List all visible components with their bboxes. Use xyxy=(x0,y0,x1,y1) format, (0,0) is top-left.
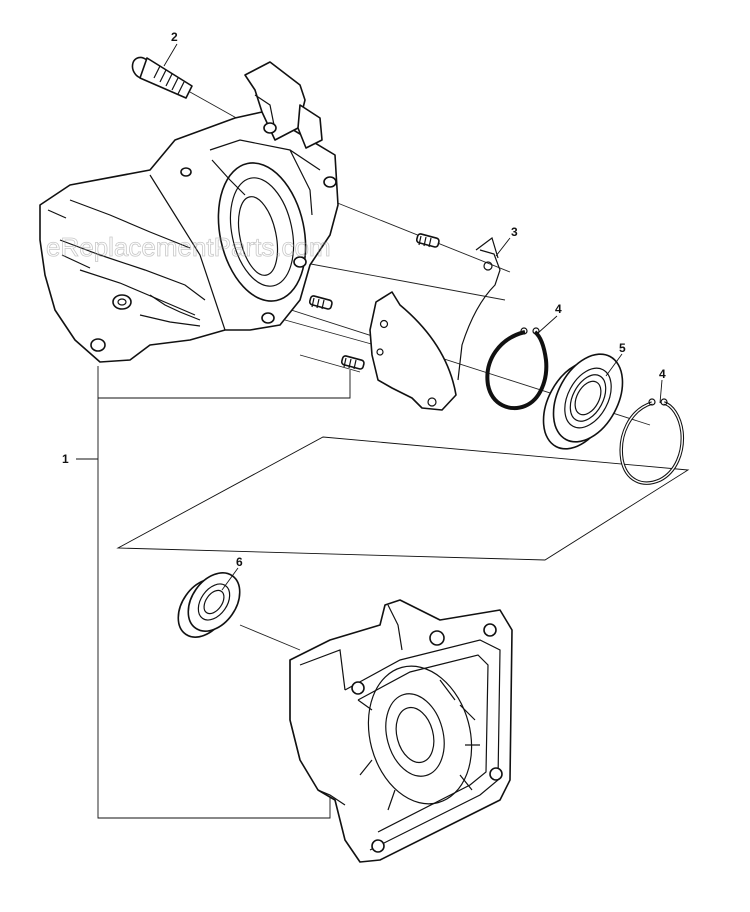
callout-5: 5 xyxy=(619,341,626,355)
callout-3: 3 xyxy=(511,225,518,239)
assembly-bracket-1 xyxy=(76,366,351,819)
watermark-text: eReplacementParts.com xyxy=(46,232,331,262)
bearing-part-5 xyxy=(542,353,624,450)
callout-1: 1 xyxy=(62,452,69,466)
dowel-pin-bottom xyxy=(340,355,365,370)
crankcase-lower-half xyxy=(289,599,513,863)
callout-leaders xyxy=(163,43,663,591)
retaining-ring-part-4a xyxy=(485,327,549,411)
screw-part-2 xyxy=(131,56,193,99)
callout-2: 2 xyxy=(171,30,178,44)
dowel-pin-middle xyxy=(308,295,333,310)
assembly-frame xyxy=(116,436,690,561)
dowel-pins xyxy=(308,233,440,370)
crankcase-upper-half xyxy=(39,61,339,363)
callout-4-upper: 4 xyxy=(555,302,562,316)
callout-6: 6 xyxy=(236,555,243,569)
gasket-part-3 xyxy=(369,237,501,411)
seal-part-6 xyxy=(177,572,241,638)
callout-4-lower: 4 xyxy=(659,367,666,381)
dowel-pin-top xyxy=(415,233,440,248)
retaining-ring-part-4b xyxy=(619,398,685,485)
